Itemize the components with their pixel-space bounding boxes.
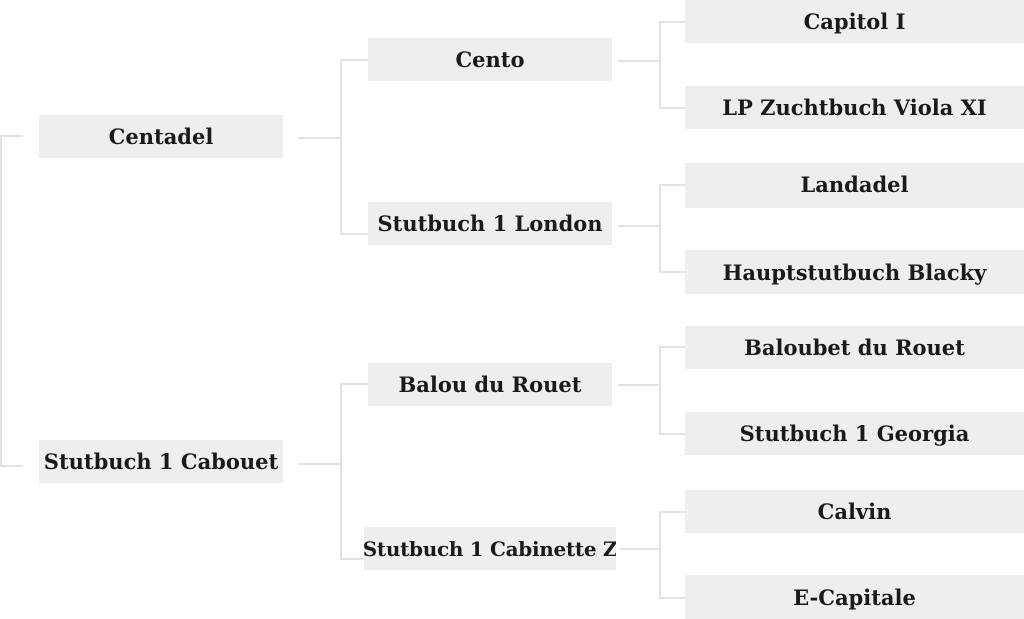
sss-node[interactable]: Capitol I bbox=[685, 0, 1024, 43]
dss-node[interactable]: Baloubet du Rouet bbox=[685, 326, 1024, 369]
connector-line bbox=[659, 597, 685, 599]
sds-node[interactable]: Landadel bbox=[685, 163, 1024, 208]
sire-dam-node[interactable]: Stutbuch 1 London bbox=[368, 202, 612, 245]
ddd-node[interactable]: E-Capitale bbox=[685, 575, 1024, 619]
connector-line bbox=[340, 558, 368, 560]
sire-sire-node[interactable]: Cento bbox=[368, 38, 612, 81]
connector-line bbox=[0, 135, 23, 137]
connector-line bbox=[618, 225, 659, 227]
connector-line bbox=[659, 346, 685, 348]
ssd-node[interactable]: LP Zuchtbuch Viola XI bbox=[685, 86, 1024, 129]
connector-line bbox=[298, 463, 340, 465]
connector-line bbox=[659, 184, 661, 273]
connector-line bbox=[618, 384, 659, 386]
connector-line bbox=[340, 59, 342, 235]
dam-node[interactable]: Stutbuch 1 Cabouet bbox=[39, 440, 283, 483]
connector-line bbox=[659, 107, 685, 109]
dds-node[interactable]: Calvin bbox=[685, 490, 1024, 533]
dsd-node[interactable]: Stutbuch 1 Georgia bbox=[685, 412, 1024, 455]
connector-line bbox=[659, 184, 685, 186]
sire-node[interactable]: Centadel bbox=[39, 115, 283, 158]
connector-line bbox=[618, 60, 659, 62]
connector-line bbox=[340, 233, 368, 235]
sdd-node[interactable]: Hauptstutbuch Blacky bbox=[685, 250, 1024, 294]
connector-line bbox=[659, 21, 685, 23]
connector-line bbox=[659, 511, 661, 599]
connector-line bbox=[659, 433, 685, 435]
dam-dam-node[interactable]: Stutbuch 1 Cabinette Z bbox=[364, 527, 616, 570]
connector-line bbox=[659, 511, 685, 513]
connector-line bbox=[620, 548, 659, 550]
connector-line bbox=[340, 383, 342, 560]
connector-line bbox=[340, 383, 368, 385]
connector-line bbox=[659, 21, 661, 109]
connector-line bbox=[340, 59, 368, 61]
connector-line bbox=[659, 271, 685, 273]
connector-line bbox=[0, 465, 23, 467]
dam-sire-node[interactable]: Balou du Rouet bbox=[368, 363, 612, 406]
connector-line bbox=[0, 135, 2, 467]
connector-line bbox=[298, 137, 340, 139]
connector-line bbox=[659, 346, 661, 435]
